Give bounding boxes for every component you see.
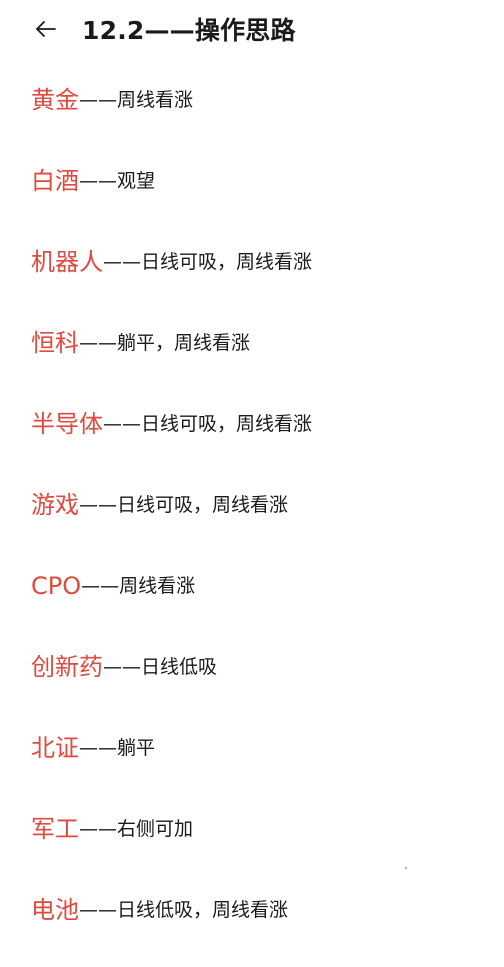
sector-detail: ——日线低吸，周线看涨 — [79, 899, 289, 921]
list-item-robot: 机器人——日线可吸，周线看涨 — [31, 238, 494, 319]
sector-name: 恒科 — [31, 329, 79, 357]
list-item-hstech: 恒科——躺平，周线看涨 — [31, 319, 494, 400]
back-button[interactable] — [24, 7, 68, 51]
app-header: 12.2——操作思路 — [0, 0, 504, 58]
sector-detail: ——周线看涨 — [81, 575, 196, 597]
sector-detail: ——周线看涨 — [79, 89, 194, 111]
sector-detail: ——日线可吸，周线看涨 — [79, 494, 289, 516]
list-item-liquor: 白酒——观望 — [31, 157, 494, 238]
sector-detail: ——日线低吸 — [103, 656, 218, 678]
sector-name: 半导体 — [31, 410, 103, 438]
sector-detail: ——躺平 — [79, 737, 156, 759]
sector-name: 游戏 — [31, 491, 79, 519]
sector-name: 创新药 — [31, 653, 103, 681]
list-item-gaming: 游戏——日线可吸，周线看涨 — [31, 481, 494, 562]
sector-detail: ——右侧可加 — [79, 818, 194, 840]
list-item-semiconductor: 半导体——日线可吸，周线看涨 — [31, 400, 494, 481]
sector-name: 军工 — [31, 815, 79, 843]
sector-detail: ——观望 — [79, 170, 156, 192]
list-item-military: 军工——右侧可加 — [31, 805, 494, 886]
sector-detail: ——躺平，周线看涨 — [79, 332, 251, 354]
list-item-battery: 电池——日线低吸，周线看涨 — [31, 886, 494, 967]
sector-name: 白酒 — [31, 167, 79, 195]
sector-name: 黄金 — [31, 86, 79, 114]
sector-detail: ——日线可吸，周线看涨 — [103, 413, 313, 435]
note-content: 黄金——周线看涨 白酒——观望 机器人——日线可吸，周线看涨 恒科——躺平，周线… — [31, 76, 494, 967]
stray-dot — [405, 867, 407, 869]
sector-name: CPO — [31, 572, 82, 600]
list-item-innovative-drug: 创新药——日线低吸 — [31, 643, 494, 724]
page-title: 12.2——操作思路 — [82, 16, 296, 45]
list-item-gold: 黄金——周线看涨 — [31, 76, 494, 157]
sector-name: 北证 — [31, 734, 79, 762]
sector-name: 电池 — [31, 896, 79, 924]
sector-name: 机器人 — [31, 248, 103, 276]
list-item-cpo: CPO——周线看涨 — [31, 562, 494, 643]
arrow-left-icon — [36, 21, 56, 37]
list-item-bse: 北证——躺平 — [31, 724, 494, 805]
sector-detail: ——日线可吸，周线看涨 — [103, 251, 313, 273]
